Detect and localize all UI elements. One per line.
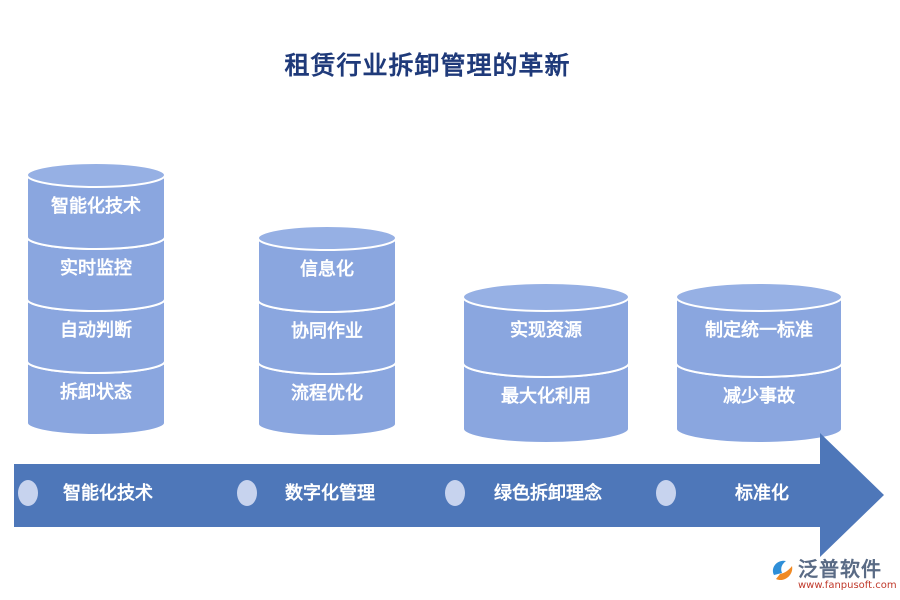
cylinder-body bbox=[257, 299, 397, 375]
brand-url: www.fanpusoft.com bbox=[798, 580, 897, 591]
brand-logo: 泛普软件 www.fanpusoft.com bbox=[768, 553, 898, 598]
cylinder-stacks: 拆卸状态自动判断实时监控智能化技术流程优化协同作业信息化最大化利用实现资源减少事… bbox=[26, 162, 843, 444]
cylinder-body bbox=[257, 361, 397, 437]
cylinder-label: 流程优化 bbox=[291, 382, 363, 404]
cylinder-label: 减少事故 bbox=[723, 385, 796, 407]
cylinder-top bbox=[462, 282, 630, 312]
timeline-item: 绿色拆卸理念 bbox=[445, 480, 602, 506]
cylinder-label: 最大化利用 bbox=[501, 385, 591, 407]
cylinder-top bbox=[257, 225, 397, 251]
cylinder-segment: 实现资源 bbox=[462, 282, 630, 378]
cylinder-label: 智能化技术 bbox=[51, 195, 141, 217]
timeline-item: 智能化技术 bbox=[18, 480, 153, 506]
cylinder-top bbox=[675, 282, 843, 312]
cylinder-body bbox=[26, 360, 166, 436]
cylinder-body bbox=[26, 236, 166, 312]
timeline-label: 标准化 bbox=[734, 482, 789, 504]
timeline-label: 绿色拆卸理念 bbox=[494, 482, 602, 504]
cylinder-segment: 智能化技术 bbox=[26, 162, 166, 250]
cylinder-body bbox=[675, 296, 843, 378]
timeline-bullet bbox=[445, 480, 465, 506]
cylinder-top bbox=[26, 162, 166, 188]
cylinder-body bbox=[462, 362, 630, 444]
timeline-items: 智能化技术 数字化管理 绿色拆卸理念 标准化 bbox=[18, 480, 789, 506]
brand-name: 泛普软件 bbox=[798, 557, 882, 581]
cylinder-label: 自动判断 bbox=[60, 319, 132, 341]
stack-4: 减少事故 制定统一标准 bbox=[675, 282, 843, 444]
cylinder-segment: 制定统一标准 bbox=[675, 282, 843, 378]
cylinder-label: 协同作业 bbox=[291, 320, 363, 342]
cylinder-body bbox=[26, 298, 166, 374]
timeline-bullet bbox=[18, 480, 38, 506]
cylinder-body bbox=[462, 296, 630, 378]
timeline-label: 智能化技术 bbox=[63, 482, 153, 504]
cylinder-label: 信息化 bbox=[300, 258, 354, 280]
timeline-item: 数字化管理 bbox=[237, 480, 375, 506]
timeline-item: 标准化 bbox=[656, 480, 789, 506]
timeline-bullet bbox=[237, 480, 257, 506]
cylinder-segment: 信息化 bbox=[257, 225, 397, 313]
stack-1: 拆卸状态 自动判断 实时监控 智能化技术 bbox=[26, 162, 166, 436]
cylinder-label: 制定统一标准 bbox=[705, 319, 813, 341]
page-title: 租赁行业拆卸管理的革新 bbox=[284, 51, 571, 80]
stack-2: 流程优化 协同作业 信息化 bbox=[257, 225, 397, 437]
cylinder-label: 实时监控 bbox=[60, 257, 132, 279]
timeline-label: 数字化管理 bbox=[285, 482, 375, 504]
cylinder-body bbox=[257, 237, 397, 313]
fanpu-logo-icon bbox=[772, 560, 793, 581]
cylinder-body bbox=[675, 362, 843, 444]
cylinder-label: 拆卸状态 bbox=[60, 381, 132, 403]
cylinder-label: 实现资源 bbox=[510, 319, 582, 341]
timeline-bullet bbox=[656, 480, 676, 506]
cylinder-body bbox=[26, 174, 166, 250]
